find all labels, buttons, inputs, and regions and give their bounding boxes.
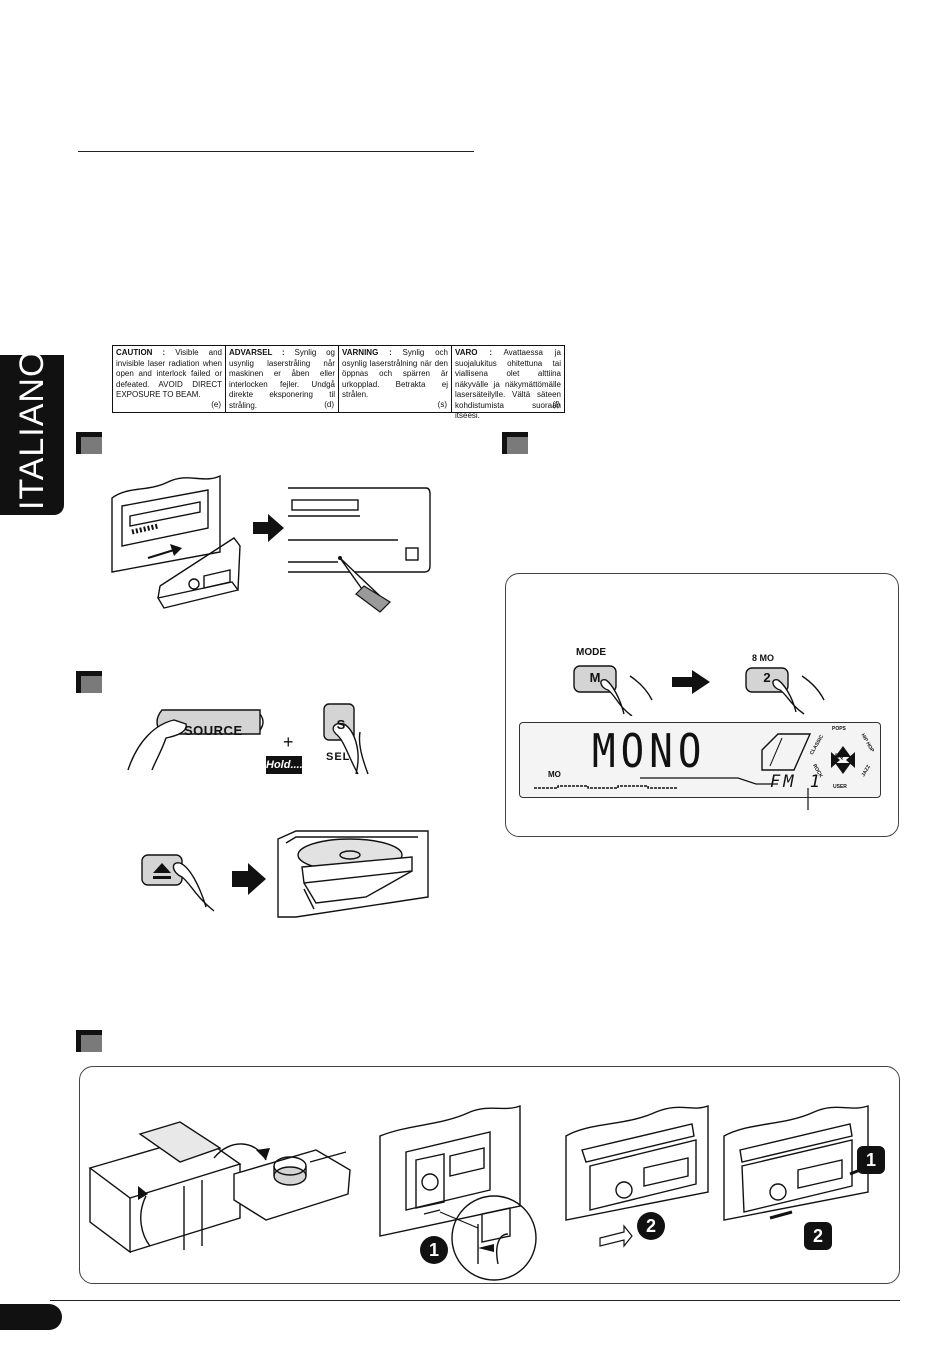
- mono-instruction-box: [505, 573, 899, 837]
- reset-illustration: [111, 474, 431, 613]
- mode-button-illustration: [573, 665, 653, 716]
- display-band: FM 1: [770, 772, 823, 792]
- eq-center-label: EQ: [835, 754, 844, 760]
- lcd-display: [519, 722, 881, 798]
- eject-illustration: [141, 830, 429, 918]
- step-two-badge: 2: [637, 1212, 665, 1240]
- mode-button[interactable]: M: [589, 670, 601, 685]
- sel-label: SEL: [326, 751, 351, 763]
- hold-badge: Hold....: [266, 756, 303, 774]
- preset-label: 8 MO: [752, 653, 775, 663]
- section-marker-reset: [76, 432, 102, 454]
- source-button[interactable]: SOURCE: [184, 723, 243, 738]
- lcd-graphics: [534, 733, 855, 810]
- laser-caution-label: CAUTION : Visible and invisible laser ra…: [112, 345, 565, 420]
- display-main-text: MONO: [592, 724, 707, 778]
- panel-attach-illustrations: [88, 1104, 871, 1281]
- caution-cell-en: CAUTION : Visible and invisible laser ra…: [113, 346, 226, 412]
- arrow-right-icon: [672, 670, 710, 694]
- step-two-badge-square: 2: [804, 1222, 832, 1250]
- section-marker-source: [76, 671, 102, 693]
- mo-indicator: MO: [548, 770, 561, 779]
- page-number-tab: [0, 1304, 62, 1330]
- caution-cell-sv: VARNING : Synlig och osynlig laserstråln…: [339, 346, 452, 412]
- panel-attach-box: [79, 1066, 900, 1284]
- step-one-badge-square: 1: [857, 1146, 885, 1174]
- caution-cell-da: ADVARSEL : Synlig og usynlig laserstråli…: [226, 346, 339, 412]
- caution-cell-fi: VARO : Avattaessa ja suojalukitus ohitet…: [455, 348, 561, 420]
- mode-label: MODE: [576, 647, 606, 658]
- step-one-badge: 1: [420, 1236, 448, 1264]
- section-marker-panel: [76, 1030, 102, 1052]
- sel-button[interactable]: S: [336, 717, 346, 732]
- section-marker-mono: [502, 432, 528, 454]
- preset-button[interactable]: 2: [763, 670, 771, 685]
- footer-rule: [50, 1300, 900, 1301]
- heading-rule: [78, 151, 474, 152]
- source-sel-illustration: [127, 703, 369, 775]
- eq-mode-pops: POPS: [832, 726, 846, 732]
- eq-mode-user: USER: [833, 784, 847, 790]
- preset-button-illustration: [745, 667, 825, 715]
- language-tab-label: ITALIANO: [13, 349, 51, 510]
- language-tab: [0, 355, 64, 515]
- plus-sign: +: [283, 732, 294, 752]
